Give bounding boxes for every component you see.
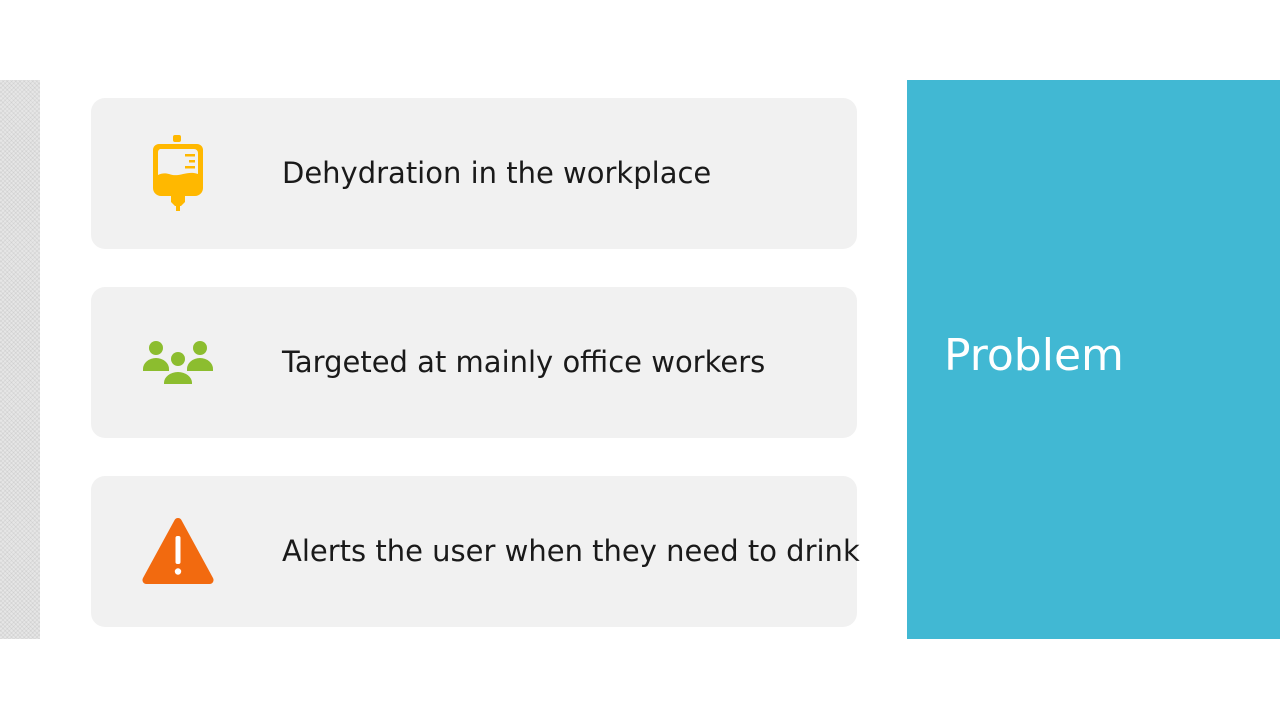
problem-item-label: Alerts the user when they need to drink [282, 534, 860, 568]
problem-item-target-audience: Targeted at mainly office workers [91, 287, 857, 438]
group-people-icon [139, 323, 217, 401]
problem-item-alerts: Alerts the user when they need to drink [91, 476, 860, 627]
problem-item-label: Targeted at mainly office workers [282, 345, 766, 379]
problem-item-dehydration: Dehydration in the workplace [91, 98, 857, 249]
slide-title: Problem [944, 330, 1124, 381]
decorative-strip [0, 80, 40, 639]
warning-icon [139, 512, 217, 590]
iv-bag-icon [139, 134, 217, 212]
title-panel: Problem [907, 80, 1280, 639]
problem-item-label: Dehydration in the workplace [282, 156, 712, 190]
